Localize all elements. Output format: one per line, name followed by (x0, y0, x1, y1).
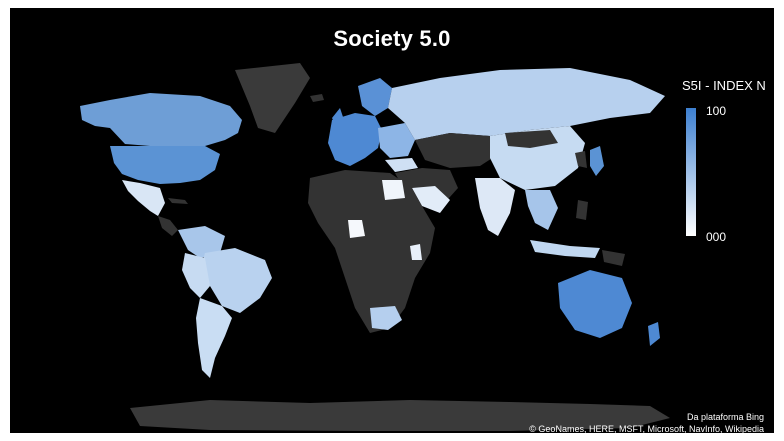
alaska[interactable] (80, 100, 110, 128)
japan[interactable] (590, 146, 604, 176)
eastern-europe[interactable] (378, 123, 415, 158)
western-europe[interactable] (328, 113, 382, 166)
kenya[interactable] (410, 244, 422, 260)
scandinavia[interactable] (358, 78, 392, 116)
bing-credit: Da plataforma Bing (686, 412, 764, 422)
peru-bolivia[interactable] (182, 253, 210, 298)
russia[interactable] (388, 68, 665, 140)
australia[interactable] (558, 270, 632, 338)
antarctica (130, 400, 670, 431)
map-frame: Society 5.0 S5I - INDEX N 100 000 Da pla… (10, 8, 774, 433)
south-africa[interactable] (370, 306, 402, 330)
brazil[interactable] (200, 248, 272, 313)
legend-title: S5I - INDEX N (682, 78, 766, 93)
new-zealand[interactable] (648, 322, 660, 346)
korea[interactable] (575, 151, 587, 168)
saudi-arabia[interactable] (412, 186, 450, 213)
uk[interactable] (332, 108, 344, 130)
usa[interactable] (110, 146, 220, 184)
mongolia (505, 130, 558, 148)
papua-new-guinea (602, 250, 625, 266)
india[interactable] (475, 178, 515, 236)
central-america (158, 216, 178, 236)
iceland (310, 94, 324, 102)
legend-color-scale (686, 108, 696, 236)
indonesia[interactable] (530, 240, 600, 258)
canada[interactable] (110, 93, 242, 146)
argentina-chile[interactable] (196, 298, 232, 378)
northern-south-america[interactable] (178, 226, 225, 258)
greenland (235, 63, 310, 133)
central-asia (415, 133, 500, 168)
philippines (576, 200, 588, 220)
mexico[interactable] (122, 180, 165, 216)
nigeria[interactable] (348, 220, 365, 238)
egypt[interactable] (382, 180, 405, 200)
map-title: Society 5.0 (333, 26, 451, 51)
africa (308, 170, 435, 333)
turkey[interactable] (385, 158, 418, 172)
legend-max-label: 100 (706, 104, 727, 118)
world-map (80, 63, 670, 431)
cuba (168, 198, 188, 204)
map-data-credit: © GeoNames, HERE, MSFT, Microsoft, NavIn… (529, 424, 764, 433)
legend-min-label: 000 (706, 230, 727, 244)
southeast-asia[interactable] (525, 190, 558, 230)
